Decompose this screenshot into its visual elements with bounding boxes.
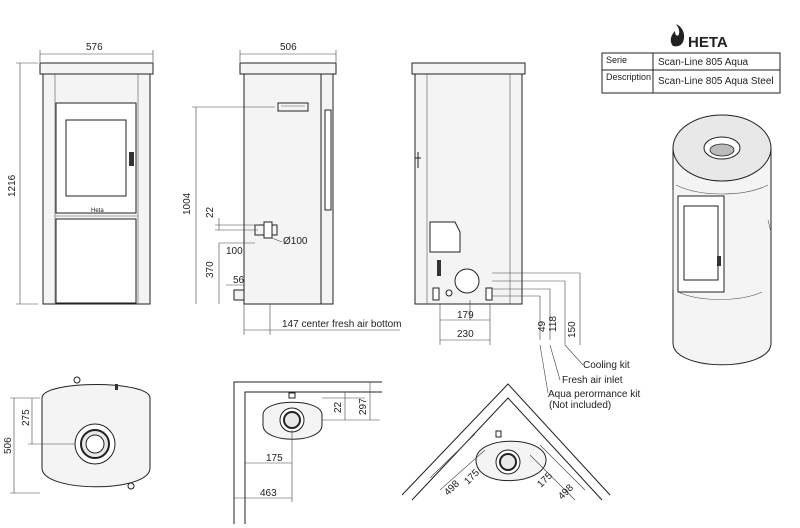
callout-aqua-kit: Aqua perormance kit (548, 389, 640, 400)
fresh-air-note: 147 center fresh air bottom (282, 319, 402, 330)
side-dim-56: 56 (233, 275, 245, 286)
description-label: Description (606, 72, 651, 82)
back-view: 179 230 49 118 150 Cooling kit Fresh air… (411, 62, 640, 411)
serie-label: Serie (606, 55, 627, 65)
callout-not-included: (Not included) (549, 400, 611, 411)
wall-dim-22: 22 (333, 401, 344, 413)
top-dim-275: 275 (21, 409, 32, 426)
stove-3d-render (672, 114, 772, 366)
front-view: 576 1216 Heta (7, 42, 154, 305)
top-view: 506 275 (3, 376, 151, 494)
wall-dim-175: 175 (266, 453, 283, 464)
top-depth-dim: 506 (3, 437, 14, 454)
back-dim-150: 150 (567, 321, 578, 338)
front-badge: Heta (91, 208, 104, 214)
side-flue-height-dim: 1004 (182, 192, 193, 215)
side-view: 506 1004 22 100 Ø100 370 56 (182, 42, 402, 335)
back-dim-230: 230 (457, 329, 474, 340)
front-height-dim: 1216 (7, 174, 18, 197)
wall-dim-297: 297 (358, 398, 369, 415)
brand-name: HETA (688, 34, 728, 51)
title-block: Serie Scan-Line 805 Aqua Description Sca… (601, 52, 781, 94)
serie-value: Scan-Line 805 Aqua (658, 57, 749, 68)
wall-dim-463: 463 (260, 488, 277, 499)
flame-logo-icon (670, 24, 685, 47)
corner-dim-498-right: 498 (556, 482, 576, 502)
front-width-dim: 576 (86, 42, 103, 53)
side-dim-370: 370 (205, 261, 216, 278)
callout-fresh-air-inlet: Fresh air inlet (562, 375, 623, 386)
back-dim-118: 118 (548, 316, 559, 332)
side-flue-diameter: Ø100 (283, 236, 308, 247)
side-dim-100: 100 (226, 246, 243, 257)
back-dim-179: 179 (457, 310, 474, 321)
side-depth-dim: 506 (280, 42, 297, 53)
brand-logo: HETA (670, 24, 728, 51)
side-dim-22: 22 (205, 206, 216, 218)
wall-install-view: 22 297 175 463 (233, 381, 382, 524)
back-dim-49: 49 (537, 320, 548, 332)
description-value: Scan-Line 805 Aqua Steel (658, 76, 774, 87)
callout-cooling-kit: Cooling kit (583, 360, 630, 371)
corner-dim-498-left: 498 (442, 478, 462, 498)
